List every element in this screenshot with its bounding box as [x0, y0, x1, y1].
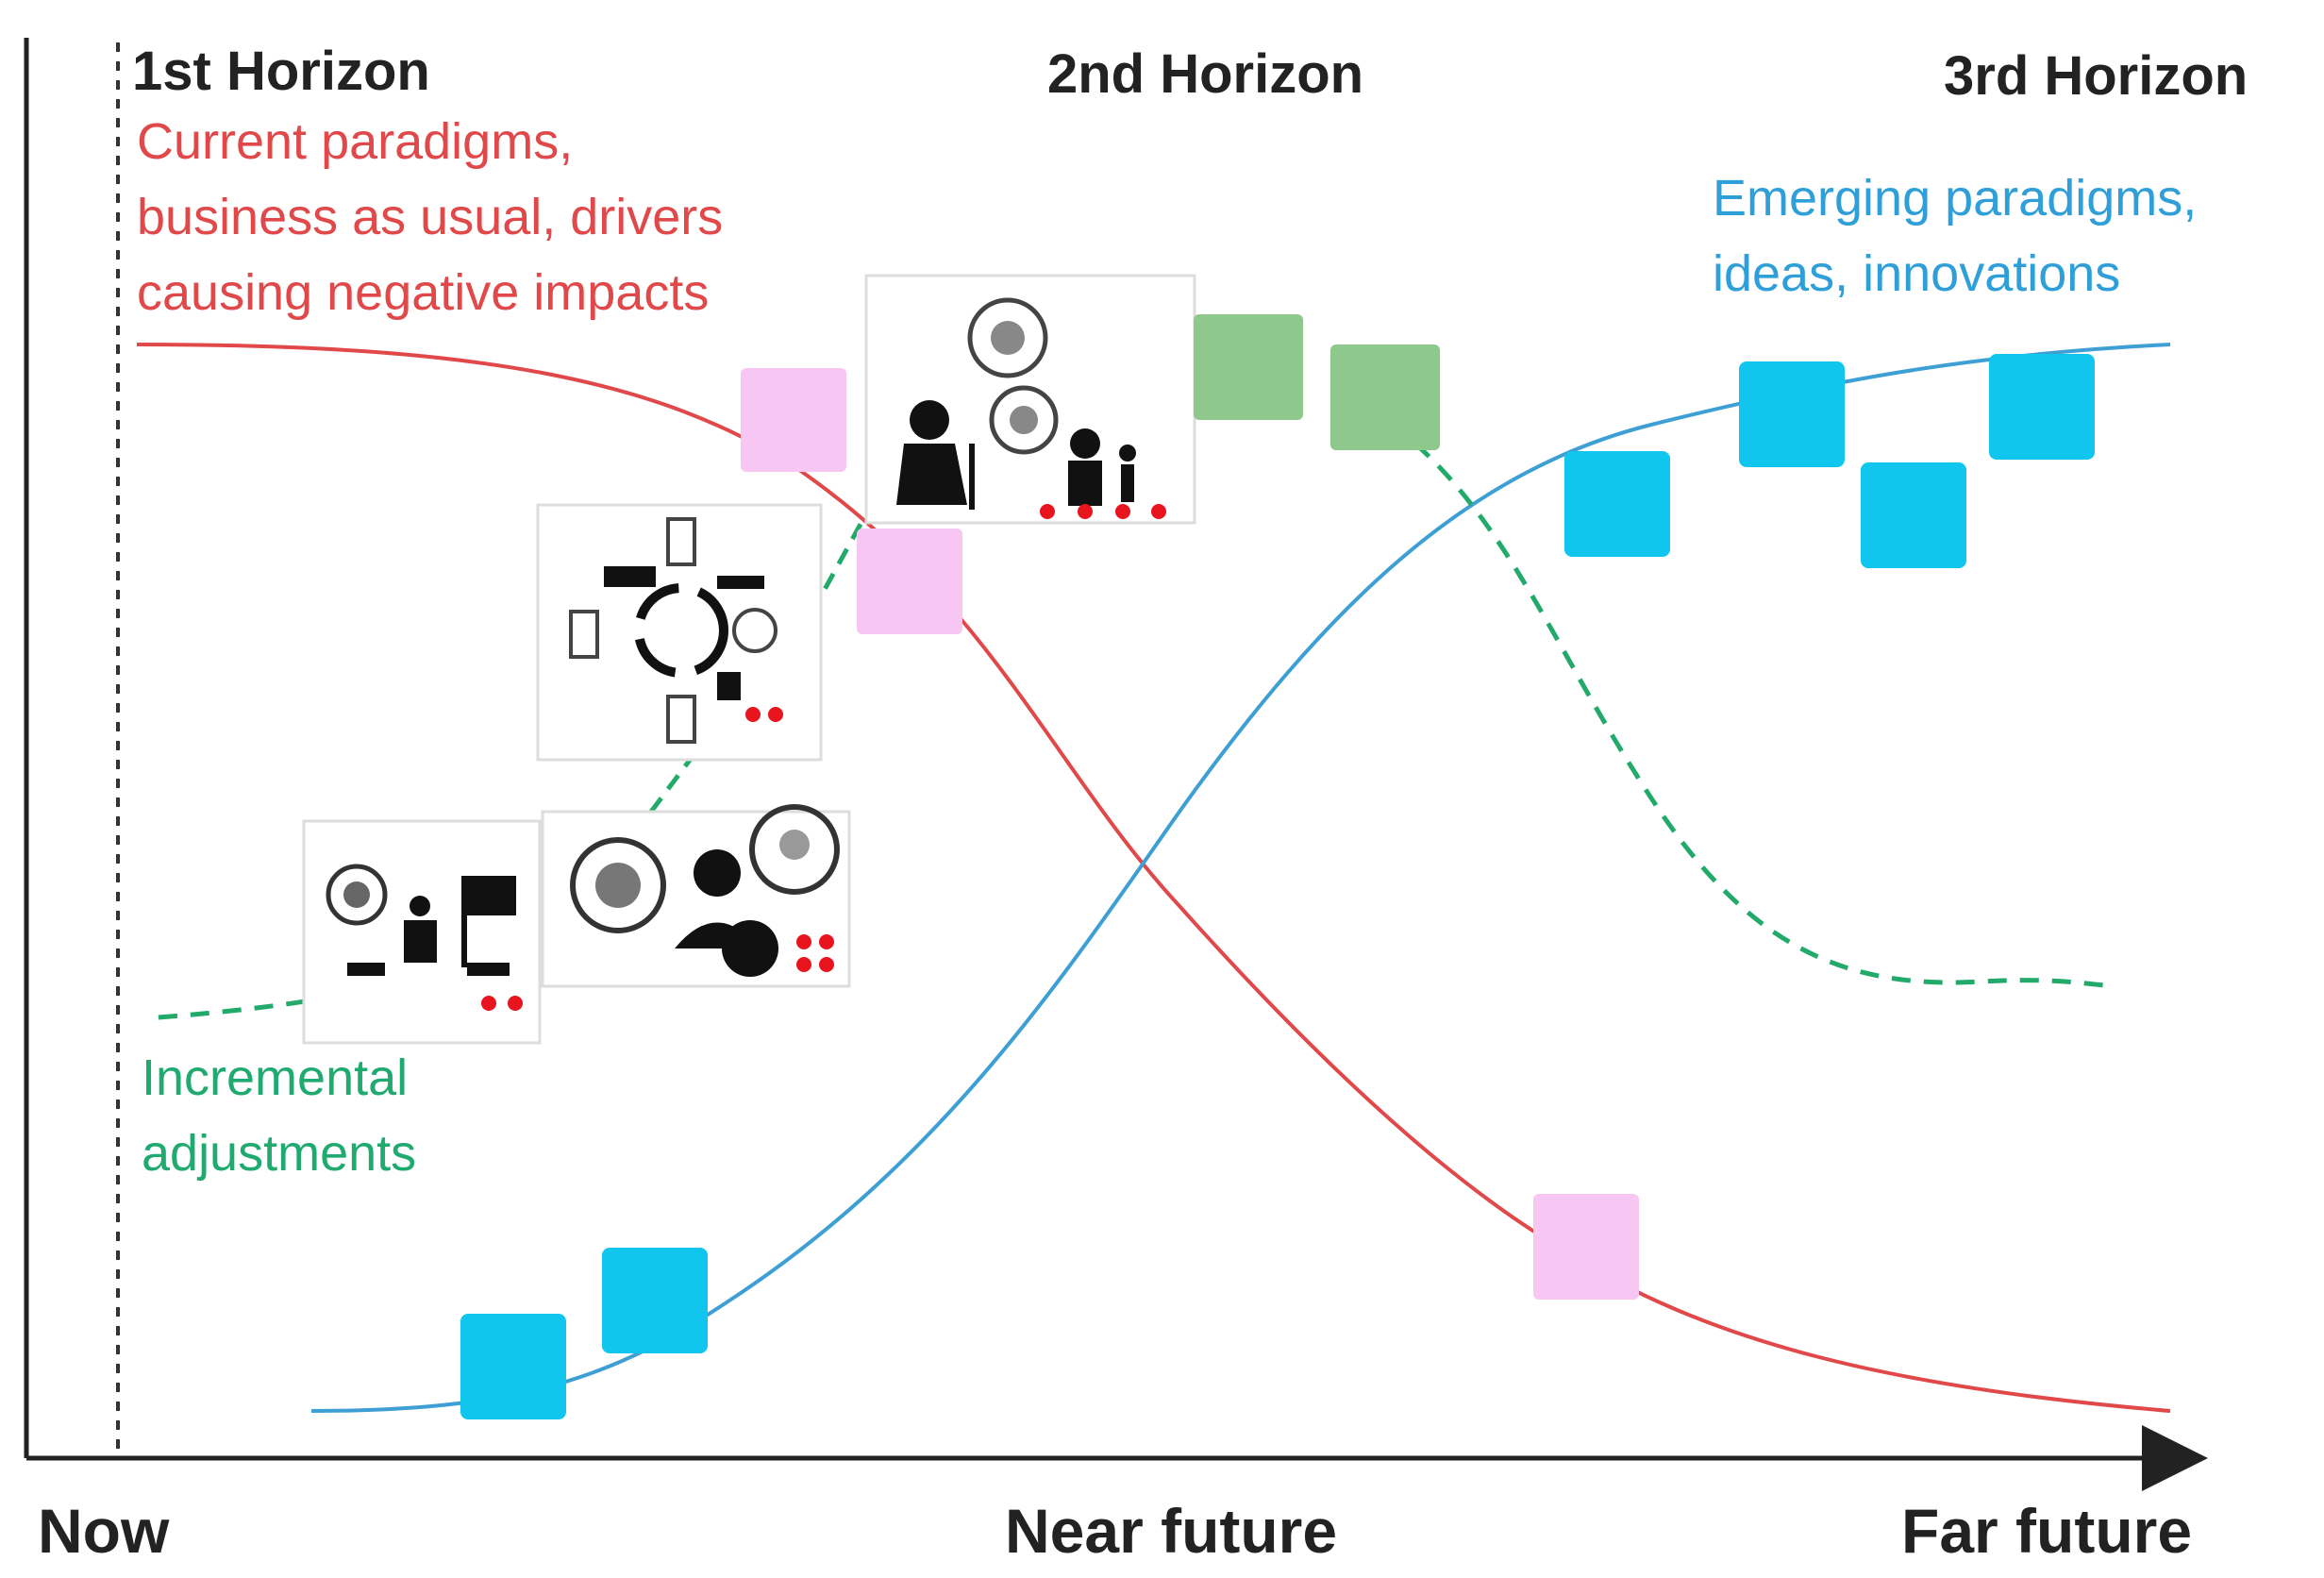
red-dot: [1151, 504, 1166, 519]
emerging-paradigms-line-2: ideas, innovations: [1713, 245, 2120, 302]
cyan-note: [602, 1248, 708, 1353]
card-idea-funding: [541, 804, 851, 988]
cyan-note: [460, 1314, 566, 1419]
cyan-note: [1564, 451, 1670, 557]
cyan-note: [1989, 354, 2095, 460]
third-horizon-title: 3rd Horizon: [1944, 45, 2248, 107]
incremental-curve-right: [1413, 442, 2115, 989]
red-dot: [1078, 504, 1093, 519]
red-dot: [819, 957, 834, 972]
green-note: [1330, 344, 1440, 450]
second-horizon-title: 2nd Horizon: [1047, 43, 1363, 105]
red-dot: [1115, 504, 1130, 519]
red-dot: [508, 996, 523, 1011]
emerging-paradigms-line-1: Emerging paradigms,: [1713, 170, 2197, 227]
incremental-link-lower: [649, 753, 695, 814]
red-dot: [745, 707, 761, 722]
card-elderly-family: [864, 274, 1196, 525]
red-dot: [819, 934, 834, 949]
axis-label-far-future: Far future: [1901, 1496, 2192, 1566]
incremental-link-upper: [809, 517, 866, 615]
red-dot: [1040, 504, 1055, 519]
meeting-people-icon: [326, 864, 516, 976]
incremental-curve-left: [158, 998, 312, 1020]
red-dot: [481, 996, 496, 1011]
idea-funding-icon: [570, 804, 840, 977]
axis-label-now: Now: [38, 1496, 170, 1566]
axis-label-near-future: Near future: [1005, 1496, 1337, 1566]
first-horizon-title: 1st Horizon: [132, 41, 430, 102]
current-paradigms-line-1: Current paradigms,: [137, 113, 573, 170]
stakeholder-network-icon: [569, 517, 777, 744]
pink-note: [741, 368, 846, 472]
incremental-line-1: Incremental: [142, 1049, 408, 1106]
pink-note: [857, 529, 962, 634]
red-dot: [768, 707, 783, 722]
elderly-family-icon: [896, 297, 1136, 510]
cyan-note: [1861, 462, 1966, 568]
card-meeting: [302, 819, 542, 1045]
red-dot: [796, 957, 811, 972]
incremental-line-2: adjustments: [142, 1125, 416, 1182]
current-paradigms-line-3: causing negative impacts: [137, 264, 709, 321]
pink-note: [1533, 1194, 1639, 1300]
current-paradigms-line-2: business as usual, drivers: [137, 189, 723, 245]
green-note: [1194, 314, 1303, 420]
red-dot: [796, 934, 811, 949]
current-paradigm-curve: [136, 343, 2171, 1413]
card-stakeholder-network: [536, 503, 823, 762]
cyan-note: [1739, 361, 1845, 467]
